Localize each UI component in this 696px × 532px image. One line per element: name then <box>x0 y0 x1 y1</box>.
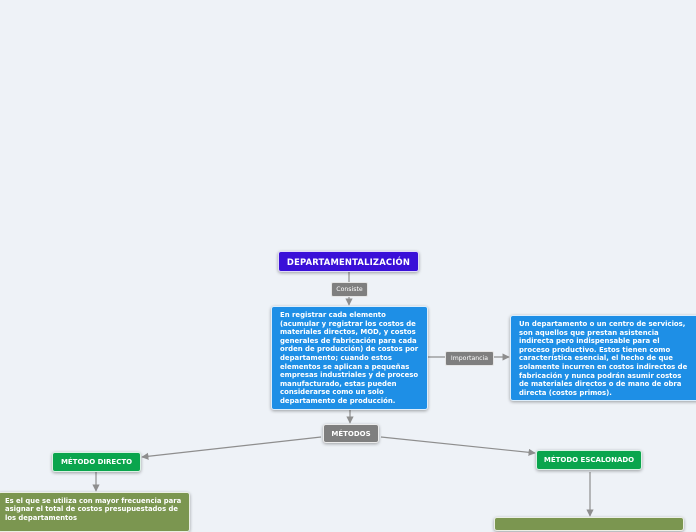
main-description-node[interactable]: En registrar cada elemento (acumular y r… <box>271 306 428 410</box>
direct-method-description-node[interactable]: Es el que se utiliza con mayor frecuenci… <box>0 492 190 532</box>
link-label-importancia: Importancia <box>445 351 494 366</box>
connectors <box>92 272 594 517</box>
stepped-method-description-node[interactable] <box>494 517 684 531</box>
methods-node[interactable]: MÉTODOS <box>323 424 379 443</box>
stepped-method-node[interactable]: MÉTODO ESCALONADO <box>536 450 642 470</box>
importance-description-node[interactable]: Un departamento o un centro de servicios… <box>510 315 696 401</box>
connector-methods-escalonado <box>380 436 536 456</box>
connector-methods-directo <box>141 436 322 460</box>
direct-method-node[interactable]: MÉTODO DIRECTO <box>52 452 141 472</box>
link-label-consiste: Consiste <box>331 282 368 297</box>
title-node[interactable]: DEPARTAMENTALIZACIÓN <box>278 251 419 272</box>
